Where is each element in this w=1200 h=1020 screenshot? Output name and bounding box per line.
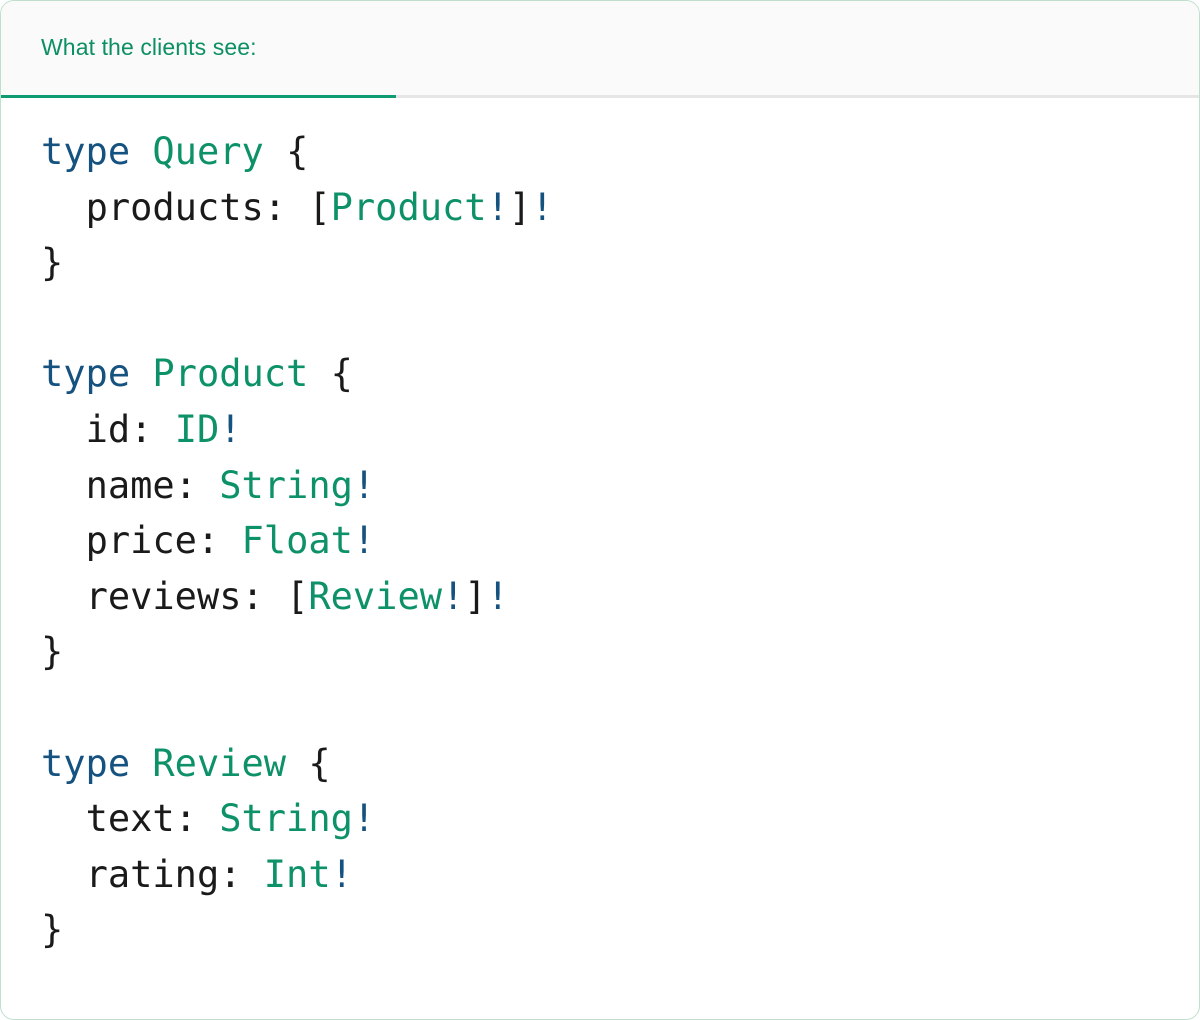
code-token-plain xyxy=(41,797,86,840)
code-line: type Product { xyxy=(41,346,1159,402)
code-token-bang: ! xyxy=(330,852,353,896)
code-token-plain xyxy=(130,742,152,785)
code-token-punct: } xyxy=(41,630,64,674)
code-token-plain xyxy=(41,853,86,896)
code-token-type: String xyxy=(219,797,353,841)
code-token-punct: } xyxy=(41,908,64,952)
code-token-field: text xyxy=(85,797,175,841)
code-token-type: Review xyxy=(152,741,287,785)
code-token-kw: type xyxy=(41,741,131,785)
page-title: What the clients see: xyxy=(41,33,257,60)
code-token-field: reviews xyxy=(85,574,242,618)
code-token-type: Float xyxy=(241,519,353,563)
code-line: } xyxy=(41,235,1159,291)
code-line: name: String! xyxy=(41,458,1159,514)
code-token-bang: ! xyxy=(352,463,376,507)
code-token-punct: : xyxy=(174,463,220,507)
code-line: } xyxy=(41,902,1159,958)
code-line: text: String! xyxy=(41,791,1159,847)
code-line: type Review { xyxy=(41,736,1159,792)
code-token-type: ID xyxy=(174,407,220,451)
code-token-type: Product xyxy=(152,352,309,396)
code-token-punct: { xyxy=(308,741,331,785)
code-line: id: ID! xyxy=(41,402,1159,458)
code-token-plain xyxy=(41,408,86,451)
code-token-field: name xyxy=(85,463,175,507)
code-token-punct: ] xyxy=(508,185,532,229)
code-token-bang: ! xyxy=(486,574,509,618)
code-token-punct: { xyxy=(286,130,309,173)
code-line xyxy=(41,680,1159,736)
code-token-field: products xyxy=(85,185,264,229)
code-body: type Query { products: [Product!]!} type… xyxy=(1,98,1199,958)
code-token-punct: : xyxy=(219,852,264,896)
code-token-punct: : xyxy=(196,519,242,563)
code-token-bang: ! xyxy=(442,574,465,618)
code-token-field: price xyxy=(85,519,197,563)
graphql-schema-code: type Query { products: [Product!]!} type… xyxy=(41,124,1159,958)
active-tab-underline xyxy=(1,95,396,98)
code-token-kw: type xyxy=(41,130,131,173)
code-token-punct: : xyxy=(130,407,175,451)
code-token-plain xyxy=(41,464,86,507)
code-token-plain xyxy=(264,130,286,173)
code-token-punct: { xyxy=(330,352,353,396)
code-token-type: String xyxy=(219,463,353,507)
code-token-punct: [ xyxy=(286,574,309,618)
code-token-punct: : xyxy=(263,185,309,229)
code-token-punct: : xyxy=(174,797,220,841)
code-token-bang: ! xyxy=(219,407,242,451)
code-token-punct: } xyxy=(41,241,64,285)
code-line: type Query { xyxy=(41,124,1159,180)
code-token-type: Review xyxy=(308,574,442,618)
code-token-field: id xyxy=(85,407,131,451)
code-token-bang: ! xyxy=(352,797,376,841)
code-line: price: Float! xyxy=(41,513,1159,569)
code-token-bang: ! xyxy=(352,519,376,563)
code-token-kw: type xyxy=(41,352,131,396)
code-token-plain xyxy=(41,186,86,229)
code-token-type: Int xyxy=(263,852,331,896)
code-token-plain xyxy=(130,352,152,395)
code-token-punct: : xyxy=(241,574,287,618)
code-token-plain xyxy=(286,742,308,785)
code-line: rating: Int! xyxy=(41,847,1159,903)
code-token-punct: [ xyxy=(308,185,331,229)
code-line: products: [Product!]! xyxy=(41,180,1159,236)
code-line: reviews: [Review!]! xyxy=(41,569,1159,625)
code-token-field: rating xyxy=(85,852,220,896)
card-header: What the clients see: xyxy=(1,1,1199,98)
code-token-plain xyxy=(41,575,86,618)
code-token-type: Query xyxy=(152,130,264,173)
code-token-punct: ] xyxy=(464,574,487,618)
code-token-plain xyxy=(308,352,330,395)
code-token-bang: ! xyxy=(531,185,554,229)
code-line: } xyxy=(41,624,1159,680)
code-token-plain xyxy=(41,519,86,562)
code-line xyxy=(41,291,1159,347)
code-token-type: Product xyxy=(330,185,487,229)
code-token-bang: ! xyxy=(486,185,509,229)
code-token-plain xyxy=(130,130,152,173)
